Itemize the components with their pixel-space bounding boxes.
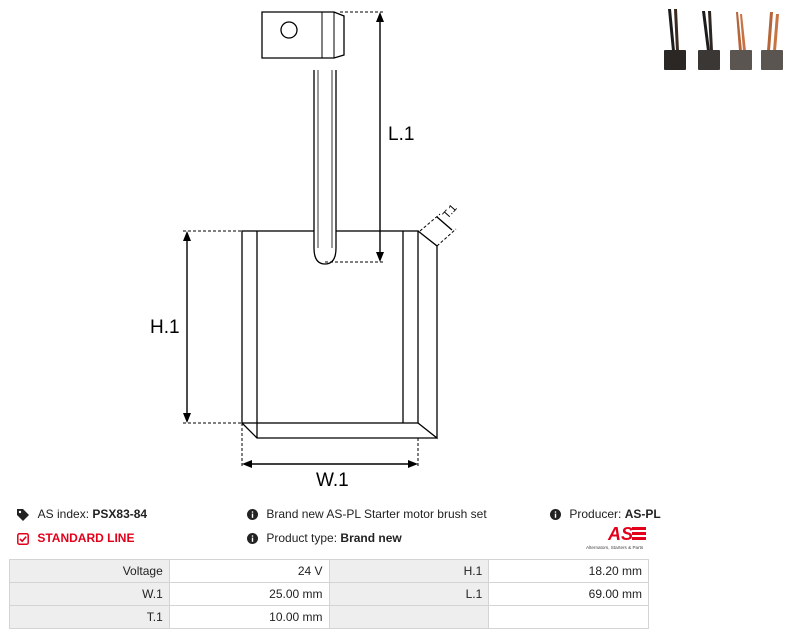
logo-mark: AS xyxy=(607,524,633,544)
producer-value: AS-PL xyxy=(624,507,661,521)
producer-label: Producer: xyxy=(569,507,622,521)
table-row: W.1 25.00 mm L.1 69.00 mm xyxy=(9,582,649,606)
product-type-value: Brand new xyxy=(340,531,402,545)
info-icon xyxy=(247,509,258,521)
spec-value: 24 V xyxy=(168,559,330,583)
product-type-info: Product type: Brand new xyxy=(247,531,402,545)
spec-value xyxy=(488,605,649,629)
spec-label xyxy=(328,605,490,629)
logo-tagline: Alternators, Starters & Parts xyxy=(586,545,644,550)
as-index-label: AS index: xyxy=(37,507,90,521)
dimension-label-w1: W.1 xyxy=(316,470,349,491)
spec-label: L.1 xyxy=(328,582,490,606)
as-index-value: PSX83-84 xyxy=(92,507,148,521)
info-icon xyxy=(247,533,258,545)
brush-dimension-drawing: L.1 H.1 W.1 T.1 xyxy=(150,11,460,491)
brush-terminal xyxy=(261,11,345,59)
dimension-label-l1: L.1 xyxy=(388,124,414,145)
specifications-table: Voltage 24 V H.1 18.20 mm W.1 25.00 mm L… xyxy=(9,559,649,629)
as-index-info: AS index: PSX83-84 xyxy=(17,507,147,521)
table-row: Voltage 24 V H.1 18.20 mm xyxy=(9,559,649,583)
spec-value: 10.00 mm xyxy=(168,605,330,629)
spec-value: 18.20 mm xyxy=(488,559,649,583)
producer-info: Producer: AS-PL xyxy=(550,507,661,521)
spec-label: T.1 xyxy=(9,605,170,629)
table-row: T.1 10.00 mm xyxy=(9,605,649,629)
product-type-label: Product type: xyxy=(266,531,338,545)
standard-line-label: STANDARD LINE xyxy=(37,531,135,545)
product-line-info: STANDARD LINE xyxy=(17,531,134,545)
dimension-label-t1: T.1 xyxy=(441,202,460,221)
spec-label: H.1 xyxy=(328,559,490,583)
dimension-label-h1: H.1 xyxy=(150,317,180,338)
brush-lead-wire xyxy=(313,70,337,265)
as-pl-logo: AS Alternators, Starters & Parts xyxy=(586,524,646,550)
spec-label: Voltage xyxy=(9,559,170,583)
info-icon xyxy=(550,509,561,521)
spec-value: 69.00 mm xyxy=(488,582,649,606)
spec-label: W.1 xyxy=(9,582,170,606)
product-photo-thumbnails xyxy=(664,9,783,70)
tags-icon xyxy=(17,508,29,521)
check-square-icon xyxy=(17,532,29,545)
spec-value: 25.00 mm xyxy=(168,582,330,606)
product-description: Brand new AS-PL Starter motor brush set xyxy=(266,507,487,521)
description-info: Brand new AS-PL Starter motor brush set xyxy=(247,507,487,521)
